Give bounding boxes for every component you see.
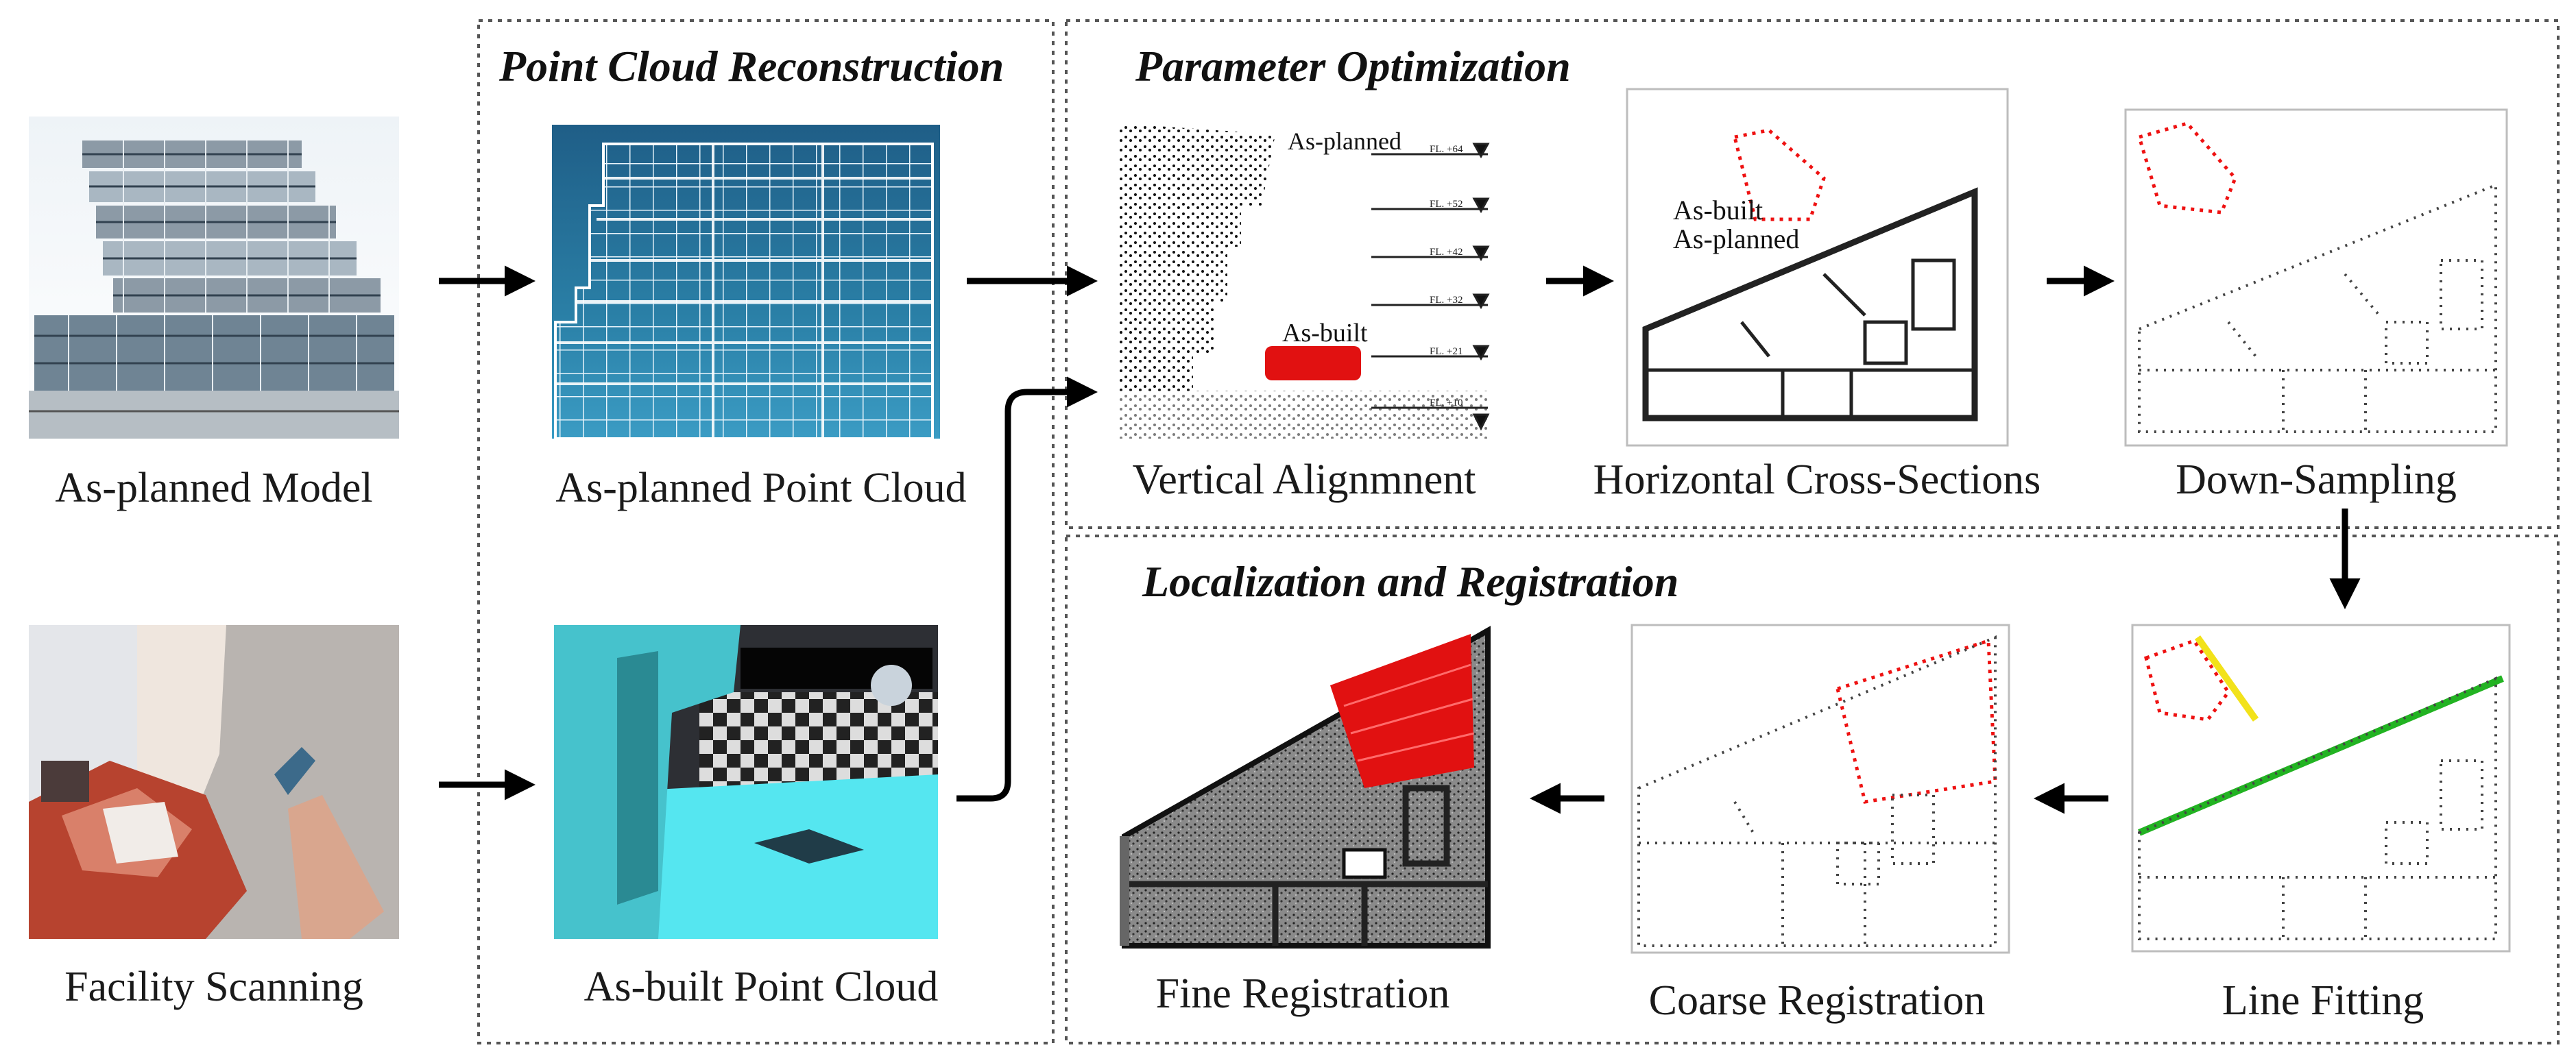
- fine-registration-caption: Fine Registration: [1156, 970, 1450, 1017]
- line-fitting-caption: Line Fitting: [2222, 977, 2424, 1024]
- as-planned-model-caption: As-planned Model: [55, 465, 372, 511]
- as-planned-tag: As-planned: [1288, 127, 1401, 155]
- floor-label-32: FL. +32: [1430, 295, 1462, 306]
- localization-title: Localization and Registration: [1142, 557, 1678, 606]
- floor-label-52: FL. +52: [1430, 199, 1462, 210]
- as-planned-model-image: [29, 117, 399, 439]
- optimization-section-frame: [1065, 19, 2560, 529]
- vertical-alignment-caption: Vertical Alignmnent: [1132, 456, 1476, 503]
- facility-scanning-image: [29, 625, 399, 939]
- horizontal-cross-sections-image: As-built As-planned: [1626, 88, 2009, 447]
- floor-label-21: FL. +21: [1430, 346, 1462, 357]
- fitted-green-line: [2138, 675, 2504, 836]
- down-sampling-caption: Down-Sampling: [2176, 456, 2457, 503]
- reconstruction-title: Point Cloud Reconstruction: [498, 42, 1004, 90]
- flow-arrows: [439, 265, 2361, 814]
- as-built-point-cloud-image: [554, 625, 938, 939]
- line-fitting-image: [2131, 624, 2511, 953]
- as-built-point-cloud-caption: As-built Point Cloud: [584, 964, 939, 1010]
- facility-scanning-caption: Facility Scanning: [64, 964, 363, 1010]
- cross-section-as-planned-tag: As-planned: [1673, 223, 1799, 254]
- fitted-yellow-line: [2194, 635, 2259, 722]
- as-planned-point-cloud-caption: As-planned Point Cloud: [555, 465, 966, 511]
- down-sampling-image: [2124, 108, 2508, 447]
- floor-label-10: FL. +10: [1430, 397, 1462, 408]
- reconstruction-section-frame: [477, 19, 1055, 1044]
- coarse-registration-caption: Coarse Registration: [1649, 977, 1986, 1024]
- floor-label-42: FL. +42: [1430, 247, 1462, 258]
- horizontal-cross-sections-caption: Horizontal Cross-Sections: [1593, 456, 2041, 503]
- cross-section-as-built-tag: As-built: [1673, 195, 1763, 225]
- optimization-title: Parameter Optimization: [1135, 42, 1571, 90]
- floor-level-markers: [1371, 143, 1490, 431]
- coarse-registration-image: [1630, 624, 2010, 954]
- as-planned-point-cloud-image: [552, 125, 940, 440]
- as-built-tag: As-built: [1282, 319, 1368, 347]
- vertical-alignment-image: FL. +64 FL. +52 FL. +42 FL. +32 FL. +21 …: [1116, 121, 1492, 441]
- localization-section-frame: [1065, 535, 2560, 1044]
- arrow-built-cloud-to-alignment: [956, 376, 1098, 802]
- floor-label-64: FL. +64: [1430, 144, 1463, 155]
- fine-registration-image: [1111, 625, 1495, 951]
